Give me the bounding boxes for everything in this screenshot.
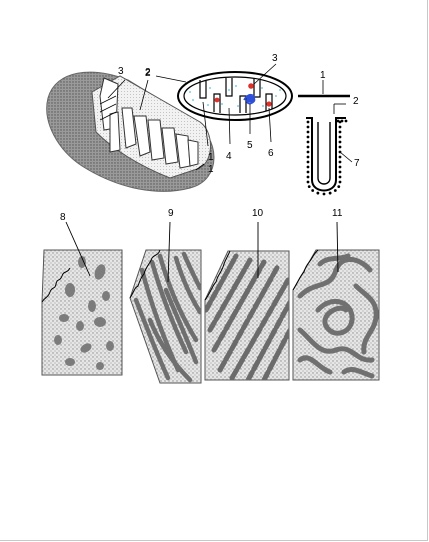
label-section-5: 5: [247, 140, 253, 151]
membrane-particle: [307, 185, 311, 188]
membrane-particle: [306, 180, 310, 184]
membrane-particle: [338, 180, 342, 184]
membrane-particle: [333, 189, 337, 192]
membrane-particle: [338, 160, 342, 164]
membrane-particle: [337, 185, 341, 188]
membrane-particle: [338, 135, 342, 139]
membrane-particle: [306, 140, 310, 144]
membrane-particle: [338, 175, 342, 179]
granule-dot: [248, 83, 254, 89]
panel-9: [129, 249, 202, 384]
label-membrane-2: 2: [353, 96, 359, 107]
mitochondrion-3d: [46, 71, 215, 192]
panel-8: [41, 249, 123, 376]
label-mito3d-3: 3: [118, 66, 124, 77]
membrane-particle: [306, 170, 310, 174]
membrane-particle: [306, 120, 310, 124]
membrane-particle: [306, 175, 310, 179]
label-panel-8: 8: [60, 212, 66, 223]
dna-knot: [243, 93, 256, 105]
section-cristae: [199, 78, 273, 113]
label-mito3d-2: 2: [145, 67, 151, 78]
membrane-particle: [322, 192, 326, 196]
membrane-particle: [338, 125, 342, 129]
membrane-particle: [340, 119, 344, 123]
membrane-particle: [306, 150, 310, 154]
cristae-folds: [99, 77, 199, 169]
membrane-particle: [338, 170, 342, 174]
panel-11: [292, 249, 380, 381]
inner-membrane: [183, 76, 287, 116]
membrane-particle: [338, 130, 342, 134]
label-section-1: 1: [208, 152, 214, 163]
membrane-particle: [338, 145, 342, 149]
membrane-particle: [336, 119, 340, 123]
label-panel-9: 9: [168, 208, 174, 219]
label-membrane-7: 7: [354, 158, 360, 169]
membrane-particle: [338, 140, 342, 144]
label-section-2: 2: [145, 68, 151, 79]
membrane-particle: [344, 119, 348, 123]
mitochondrion-section: [177, 71, 293, 121]
membrane-particle: [306, 135, 310, 139]
inner-membrane-fold: [306, 117, 346, 192]
panel-10: [204, 250, 290, 381]
membrane-particle: [306, 155, 310, 159]
label-section-4: 4: [226, 151, 232, 162]
membrane-particle: [306, 160, 310, 164]
membrane-particle: [328, 191, 332, 195]
membrane-particle: [306, 130, 310, 134]
membrane-particle: [338, 155, 342, 159]
granule-dot: [214, 97, 220, 103]
membrane-particle: [306, 165, 310, 169]
ribosome-dots: [189, 85, 281, 107]
membrane-particle: [316, 191, 320, 195]
membrane-particle: [311, 189, 315, 192]
membrane-particle: [338, 165, 342, 169]
label-membrane-1: 1: [320, 70, 326, 81]
membrane-particle: [306, 125, 310, 129]
membrane-fold: [298, 94, 350, 196]
label-panel-10: 10: [252, 208, 264, 219]
granule-dot: [266, 101, 272, 107]
label-section-3: 3: [272, 53, 278, 64]
label-section-6: 6: [268, 148, 274, 159]
membrane-particle: [306, 145, 310, 149]
label-panel-11: 11: [332, 208, 343, 219]
label-mito3d-1: 1: [208, 164, 214, 175]
